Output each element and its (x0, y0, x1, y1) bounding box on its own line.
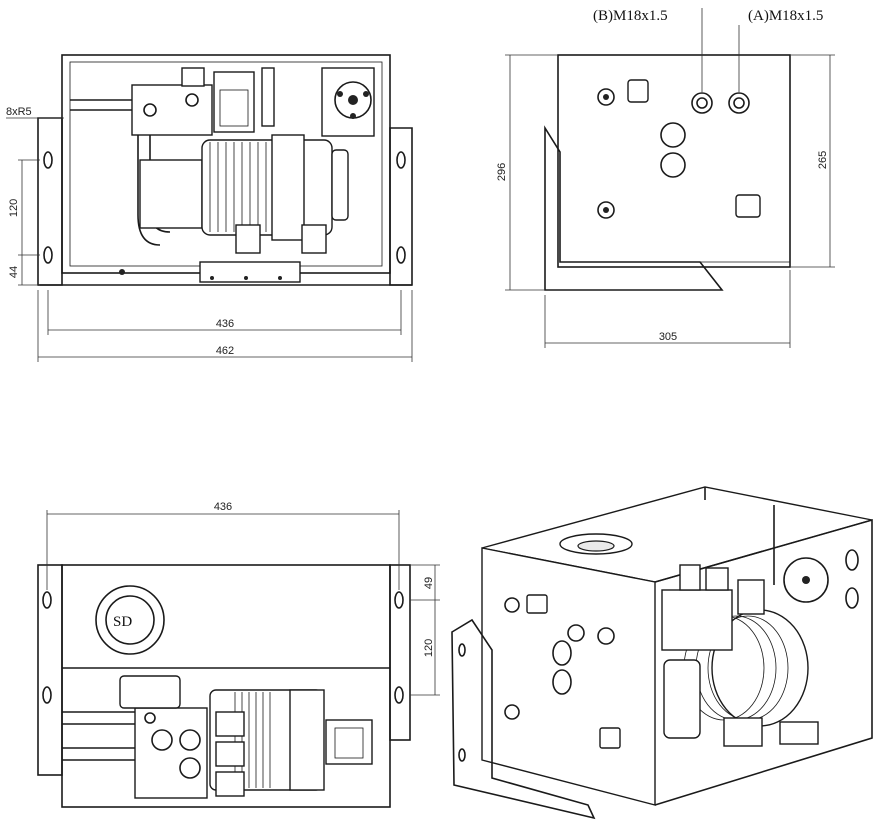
top-left-bracket (37, 564, 63, 776)
port-b-label: (B)M18x1.5 (593, 8, 668, 24)
side-view: (B)M18x1.5 (A)M18x1.5 296 265 305 (496, 8, 835, 348)
front-motor (201, 139, 333, 236)
front-solenoid (213, 71, 255, 133)
top-dim-49: 49 (423, 577, 435, 589)
side-bracket (544, 125, 724, 291)
iso-bracket (451, 618, 596, 820)
front-pump (139, 159, 203, 229)
front-dim-44: 44 (8, 266, 20, 278)
side-tank (557, 54, 791, 268)
top-valve-block (134, 707, 208, 799)
top-dim-436: 436 (214, 501, 232, 513)
top-right-bracket (389, 564, 411, 741)
iso-terminal (783, 557, 829, 603)
side-dim-265: 265 (817, 151, 829, 169)
front-valve-block (131, 84, 213, 136)
side-dim-296: 296 (496, 163, 508, 181)
top-terminal (325, 719, 373, 765)
front-terminal (321, 67, 375, 137)
iso-tank-side (481, 547, 656, 806)
front-dim-120: 120 (8, 199, 20, 217)
tank-cap (95, 585, 165, 655)
iso-valve-block (661, 589, 733, 651)
front-dim-462: 462 (216, 345, 234, 357)
top-view: SD 436 49 120 (37, 501, 440, 808)
front-dim-436: 436 (216, 318, 234, 330)
front-hole-note: 8xR5 (6, 106, 32, 118)
tank-cap-label: SD (113, 614, 132, 630)
port-a-label: (A)M18x1.5 (748, 8, 823, 24)
isometric-view (451, 486, 873, 820)
side-dim-305: 305 (659, 331, 677, 343)
front-view: 8xR5 120 44 436 462 (6, 54, 413, 362)
top-dim-120: 120 (423, 639, 435, 657)
iso-pump (663, 659, 701, 739)
front-left-bracket (37, 117, 63, 286)
